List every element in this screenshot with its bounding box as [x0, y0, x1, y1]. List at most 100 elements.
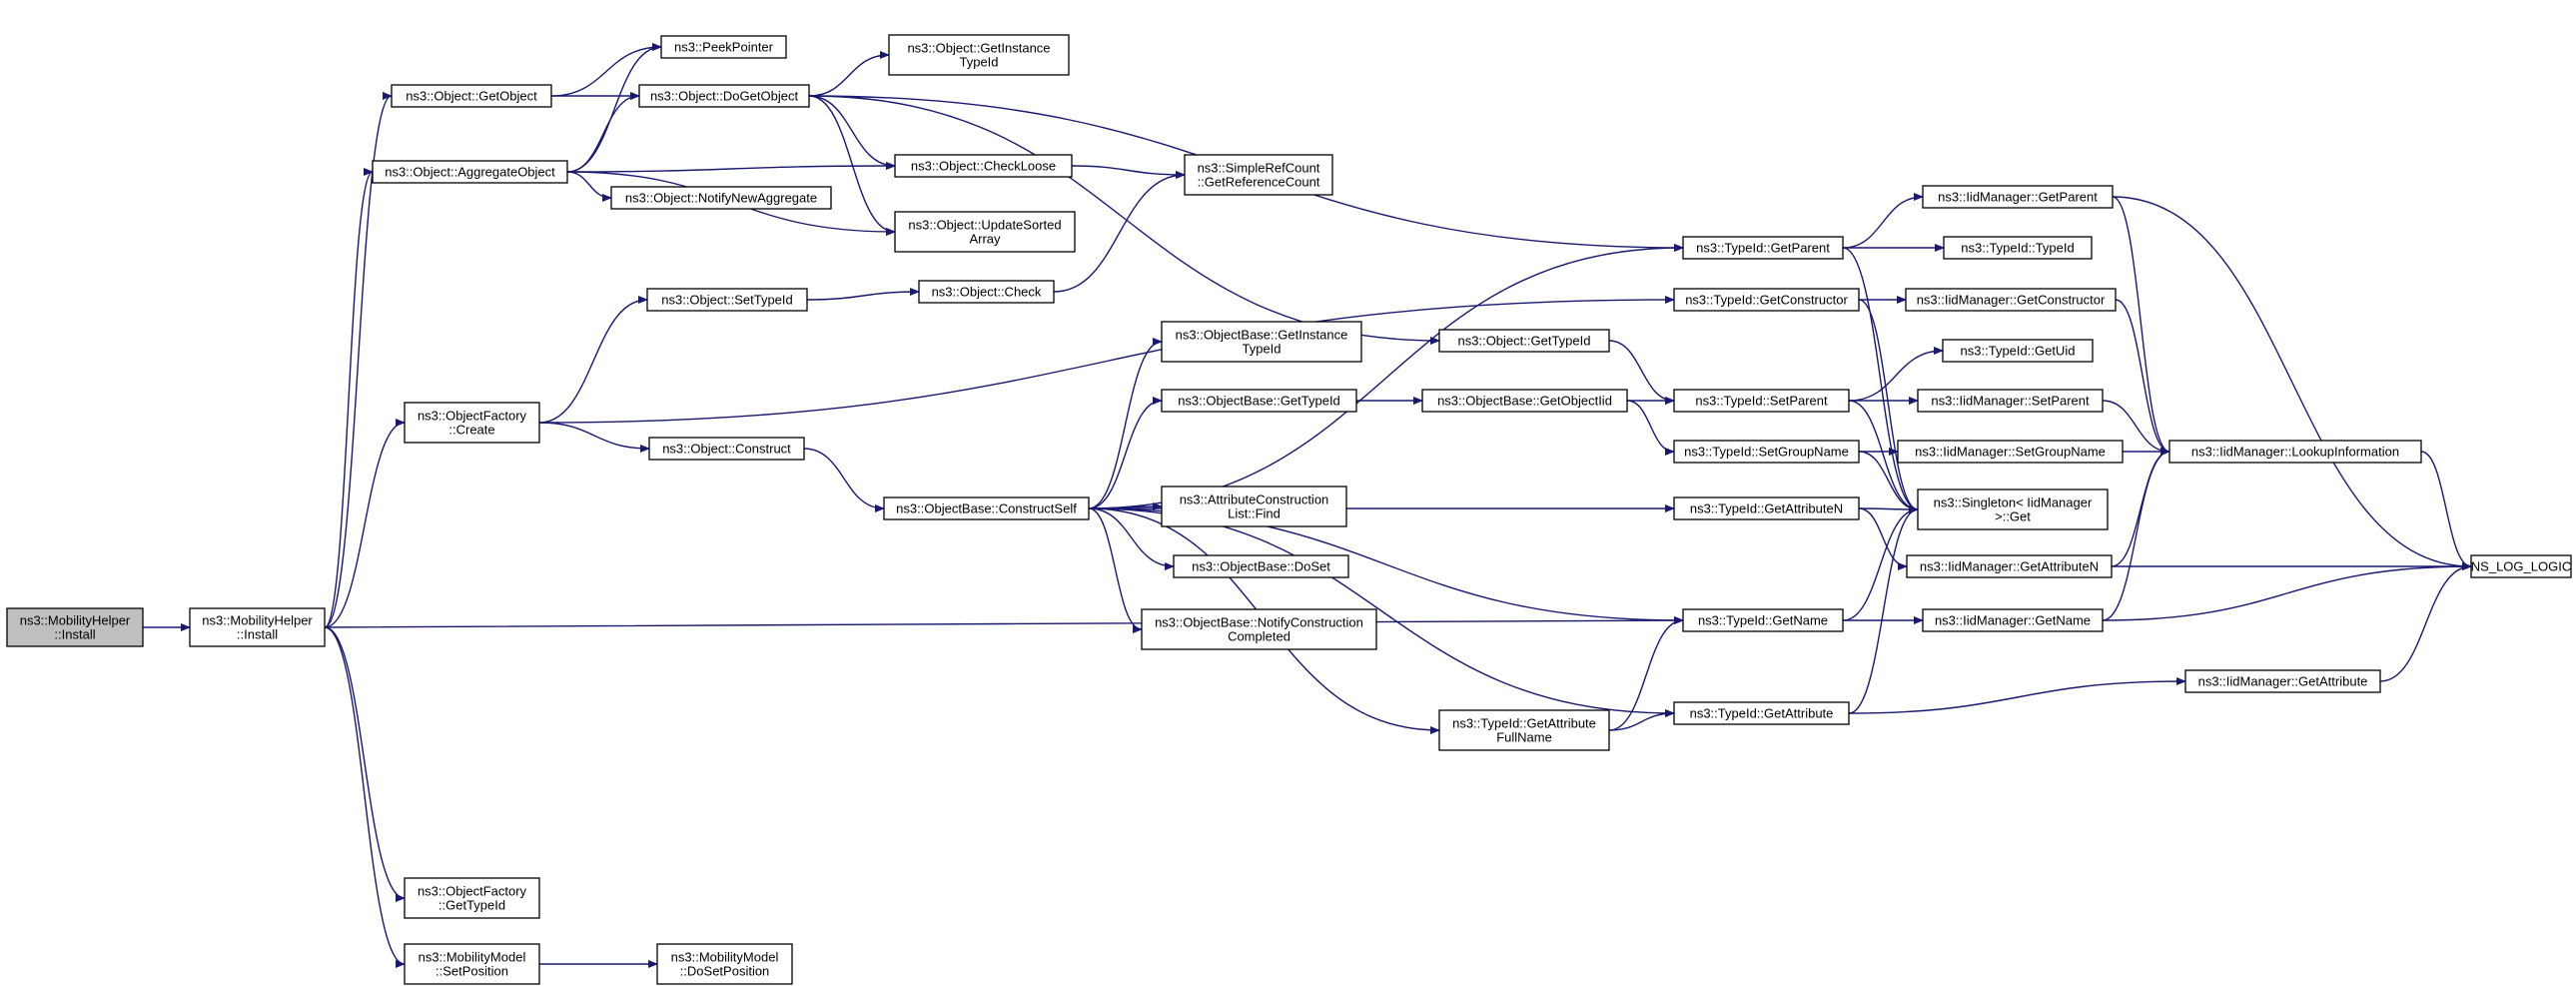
- node-tid-getname[interactable]: ns3::TypeId::GetName: [1682, 608, 1844, 632]
- node-box: [656, 943, 793, 985]
- edge-mh-install-to-factory-create: [324, 419, 406, 628]
- node-label: ns3::ObjectBase::GetTypeId: [1178, 394, 1340, 409]
- edge-aggregate-to-peek: [566, 43, 662, 173]
- node-box: [1161, 389, 1357, 413]
- node-box: [610, 186, 832, 210]
- node-root[interactable]: ns3::MobilityHelper::Install: [6, 607, 144, 647]
- node-im-getconstructor[interactable]: ns3::IidManager::GetConstructor: [1905, 288, 2117, 312]
- node-mm-setposition[interactable]: ns3::MobilityModel::SetPosition: [404, 943, 540, 985]
- node-constructself[interactable]: ns3::ObjectBase::ConstructSelf: [883, 496, 1090, 520]
- node-label: ns3::TypeId::GetAttribute: [1452, 716, 1596, 731]
- node-tid-getparent[interactable]: ns3::TypeId::GetParent: [1682, 236, 1844, 260]
- node-construct[interactable]: ns3::Object::Construct: [648, 437, 805, 461]
- node-checkloose[interactable]: ns3::Object::CheckLoose: [894, 154, 1073, 178]
- edge-factory-create-to-construct: [538, 422, 650, 453]
- node-box: [1184, 154, 1333, 196]
- node-label: ns3::ObjectFactory: [418, 409, 527, 424]
- node-obj-gettypeid[interactable]: ns3::Object::GetTypeId: [1438, 329, 1610, 353]
- node-singleton-get[interactable]: ns3::Singleton< IidManager >::Get: [1917, 489, 2109, 530]
- node-label: ns3::AttributeConstruction: [1180, 493, 1329, 507]
- node-im-getattribute[interactable]: ns3::IidManager::GetAttribute: [2184, 669, 2381, 693]
- node-tid-setgroupname[interactable]: ns3::TypeId::SetGroupName: [1673, 440, 1860, 464]
- edge-tid-getattribute-to-im-getattribute: [1848, 677, 2186, 714]
- edge-constructself-to-ob-getinstance: [1088, 338, 1163, 509]
- node-label: TypeId: [959, 55, 998, 70]
- node-tid-getattribute[interactable]: ns3::TypeId::GetAttribute: [1673, 701, 1850, 725]
- node-box: [1173, 554, 1349, 578]
- node-label: ns3::MobilityModel: [419, 950, 526, 965]
- node-label: ns3::Object::GetTypeId: [1458, 334, 1591, 349]
- edge-dogetobject-to-updatesorted: [808, 95, 896, 236]
- node-peek[interactable]: ns3::PeekPointer: [660, 35, 787, 59]
- node-factory-create[interactable]: ns3::ObjectFactory::Create: [404, 402, 540, 444]
- edge-obj-gettypeid-to-tid-setparent: [1608, 340, 1675, 405]
- node-label: ns3::ObjectFactory: [418, 884, 527, 899]
- node-label: ns3::Object::SetTypeId: [661, 293, 793, 308]
- node-tid-setparent[interactable]: ns3::TypeId::SetParent: [1673, 389, 1850, 413]
- edge-factory-create-to-tid-getconstructor: [538, 296, 1675, 424]
- node-refcount[interactable]: ns3::SimpleRefCount::GetReferenceCount: [1184, 154, 1333, 196]
- node-label: ns3::TypeId::SetGroupName: [1684, 445, 1849, 460]
- node-ob-getobjectiid[interactable]: ns3::ObjectBase::GetObjectIid: [1421, 389, 1628, 413]
- node-doset[interactable]: ns3::ObjectBase::DoSet: [1173, 554, 1349, 578]
- node-label: TypeId: [1242, 342, 1281, 357]
- node-getobject[interactable]: ns3::Object::GetObject: [391, 84, 552, 108]
- node-tid-getuid[interactable]: ns3::TypeId::GetUid: [1942, 339, 2094, 363]
- node-label: ns3::ObjectBase::ConstructSelf: [896, 501, 1077, 516]
- edge-path: [324, 616, 1684, 628]
- node-im-setparent[interactable]: ns3::IidManager::SetParent: [1917, 389, 2104, 413]
- node-aggregate[interactable]: ns3::Object::AggregateObject: [372, 160, 568, 184]
- node-box: [372, 160, 568, 184]
- edge-mh-install-to-factory-gettypeid: [324, 626, 406, 902]
- node-tid-getconstructor[interactable]: ns3::TypeId::GetConstructor: [1673, 288, 1860, 312]
- node-mm-dosetposition[interactable]: ns3::MobilityModel::DoSetPosition: [656, 943, 793, 985]
- node-label: ns3::Object::DoGetObject: [650, 89, 799, 104]
- edge-path: [2111, 448, 2170, 567]
- node-check[interactable]: ns3::Object::Check: [918, 280, 1055, 304]
- node-label: NS_LOG_LOGIC: [2471, 559, 2571, 574]
- edge-constructself-to-tid-getparent: [1088, 244, 1684, 509]
- node-notifynew[interactable]: ns3::Object::NotifyNewAggregate: [610, 186, 832, 210]
- node-im-lookup[interactable]: ns3::IidManager::LookupInformation: [2168, 440, 2422, 464]
- node-box: [1922, 185, 2114, 209]
- edge-path: [1848, 677, 2186, 714]
- node-box: [6, 607, 144, 647]
- edge-path: [808, 95, 896, 236]
- node-label: ns3::Object::AggregateObject: [385, 165, 555, 180]
- node-settypeid[interactable]: ns3::Object::SetTypeId: [646, 288, 808, 312]
- node-im-getattributen[interactable]: ns3::IidManager::GetAttributeN: [1906, 554, 2113, 578]
- node-box: [2184, 669, 2381, 693]
- node-ns-log-logic[interactable]: NS_LOG_LOGIC: [2470, 554, 2572, 578]
- node-box: [1897, 440, 2124, 464]
- node-label: ns3::TypeId::GetUid: [1961, 344, 2076, 359]
- edge-aggregate-to-checkloose: [566, 162, 896, 173]
- node-factory-gettypeid[interactable]: ns3::ObjectFactory::GetTypeId: [404, 877, 540, 919]
- node-box: [391, 84, 552, 108]
- node-box: [404, 402, 540, 444]
- node-notifyconstruction[interactable]: ns3::ObjectBase::NotifyConstructionCompl…: [1141, 608, 1377, 650]
- node-ob-gettypeid[interactable]: ns3::ObjectBase::GetTypeId: [1161, 389, 1357, 413]
- node-box: [1682, 608, 1844, 632]
- edge-path: [1858, 507, 1908, 570]
- edge-path: [1608, 709, 1675, 731]
- node-im-getparent[interactable]: ns3::IidManager::GetParent: [1922, 185, 2114, 209]
- node-mh-install[interactable]: ns3::MobilityHelper::Install: [189, 607, 326, 647]
- node-label: ns3::MobilityHelper: [20, 613, 131, 628]
- node-label: ns3::ObjectBase::NotifyConstruction: [1155, 615, 1363, 630]
- node-im-getname[interactable]: ns3::IidManager::GetName: [1922, 608, 2104, 632]
- node-tid-getattributen[interactable]: ns3::TypeId::GetAttributeN: [1673, 496, 1860, 520]
- node-label: List::Find: [1228, 506, 1281, 521]
- edge-path: [1053, 171, 1186, 293]
- node-im-setgroupname[interactable]: ns3::IidManager::SetGroupName: [1897, 440, 2124, 464]
- node-tid-typeid[interactable]: ns3::TypeId::TypeId: [1943, 236, 2093, 260]
- edge-path: [808, 51, 890, 97]
- node-dogetobject[interactable]: ns3::Object::DoGetObject: [638, 84, 810, 108]
- edge-dogetobject-to-checkloose: [808, 95, 896, 170]
- edge-settypeid-to-check: [806, 288, 920, 301]
- edge-tid-getattributen-to-im-getattributen: [1858, 507, 1908, 570]
